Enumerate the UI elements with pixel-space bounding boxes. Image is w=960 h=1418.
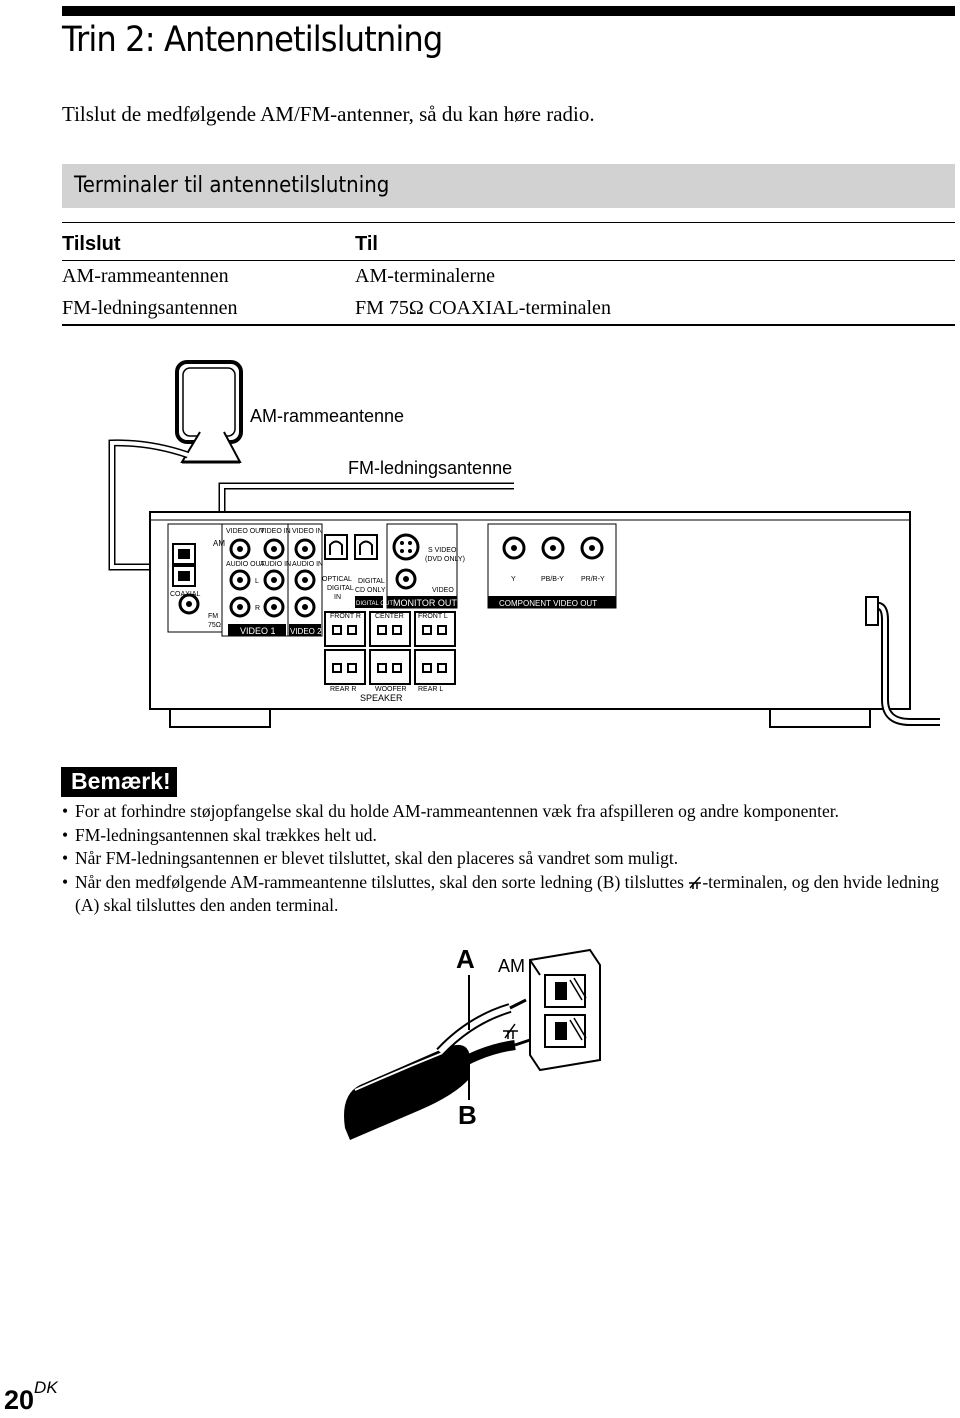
panel-label: R [255,605,260,612]
panel-label: PR/R-Y [581,576,605,583]
table-cell: AM-rammeantennen [62,265,229,287]
note-item: Når den medfølgende AM-rammeantenne tils… [62,871,952,918]
panel-label: AUDIO IN [260,561,291,568]
panel-label: FRONT R [330,613,361,620]
panel-label: VIDEO [432,587,454,594]
table-cell: FM 75Ω COAXIAL-terminalen [355,297,611,319]
am-terminal-label: AM [498,956,525,976]
note-item: For at forhindre støjopfangelse skal du … [62,800,952,824]
page-number: 20DK [4,1378,58,1416]
panel-label: VIDEO 1 [240,626,276,636]
panel-label: SPEAKER [360,693,403,703]
panel-label: AUDIO IN [292,561,323,568]
wire-b-label: B [458,1100,477,1130]
table-cell: FM-ledningsantennen [62,297,238,319]
panel-label: DIGITAL [358,578,385,585]
top-rule [62,6,955,16]
panel-label: Y [511,576,516,583]
panel-label: DIGITAL OUT [356,601,393,607]
panel-label: COMPONENT VIDEO OUT [499,599,597,608]
intro-text: Tilslut de medfølgende AM/FM-antenner, s… [62,102,595,126]
panel-label: CD ONLY [355,587,386,594]
am-loop-antenna [175,360,243,464]
panel-label: REAR R [330,686,356,693]
panel-label: VIDEO 2 [290,627,322,636]
wire-a-label: A [456,944,475,974]
panel-label: REAR L [418,686,443,693]
table-bottom-rule [62,324,955,326]
panel-label: WOOFER [375,686,407,693]
page-number-value: 20 [4,1385,35,1415]
panel-label: COAXIAL [170,591,200,598]
panel-label: MONITOR OUT [393,598,457,608]
panel-label: L [255,578,259,585]
page-number-suffix: DK [34,1378,58,1397]
table-top-rule [62,222,955,223]
panel-label: S VIDEO [428,547,457,554]
note-text: -terminalen, og den hvide ledning (A) sk… [75,871,940,916]
panel-label: IN [334,594,341,601]
am-antenna-label: AM-rammeantenne [250,406,405,426]
panel-label: FM [208,613,218,620]
table-header-to: Til [355,233,378,255]
section-title: Terminaler til antennetilslutning [74,173,390,198]
notes-list: For at forhindre støjopfangelse skal du … [62,800,952,918]
table-cell: AM-terminalerne [355,265,495,287]
table-header-rule [62,260,955,261]
fm-antenna-label: FM-ledningsantenne [348,458,513,478]
panel-label: CENTER [375,613,404,620]
panel-label: PB/B-Y [541,576,564,583]
ground-symbol-icon [689,875,702,889]
note-item: Når FM-ledningsantennen er blevet tilslu… [62,847,952,871]
panel-label: 75Ω [208,622,221,629]
note-badge-label: Bemærk! [71,768,171,794]
panel-label: AUDIO OUT [226,561,266,568]
panel-label: AM [213,539,225,548]
panel-label: FRONT L [418,613,448,620]
panel-label: VIDEO IN [292,528,323,535]
page-title: Trin 2: Antennetilslutning [62,20,443,60]
panel-label: VIDEO OUT [226,528,265,535]
section-header: Terminaler til antennetilslutning [62,164,955,208]
note-badge: Bemærk! [61,767,177,797]
panel-label: VIDEO IN [260,528,291,535]
panel-label: OPTICAL [322,576,352,583]
panel-label: (DVD ONLY) [425,556,465,563]
note-text: Når den medfølgende AM-rammeantenne tils… [75,871,689,892]
panel-label: DIGITAL [327,585,354,592]
note-item: FM-ledningsantennen skal trækkes helt ud… [62,824,952,848]
table-header-connect: Tilslut [62,233,121,255]
